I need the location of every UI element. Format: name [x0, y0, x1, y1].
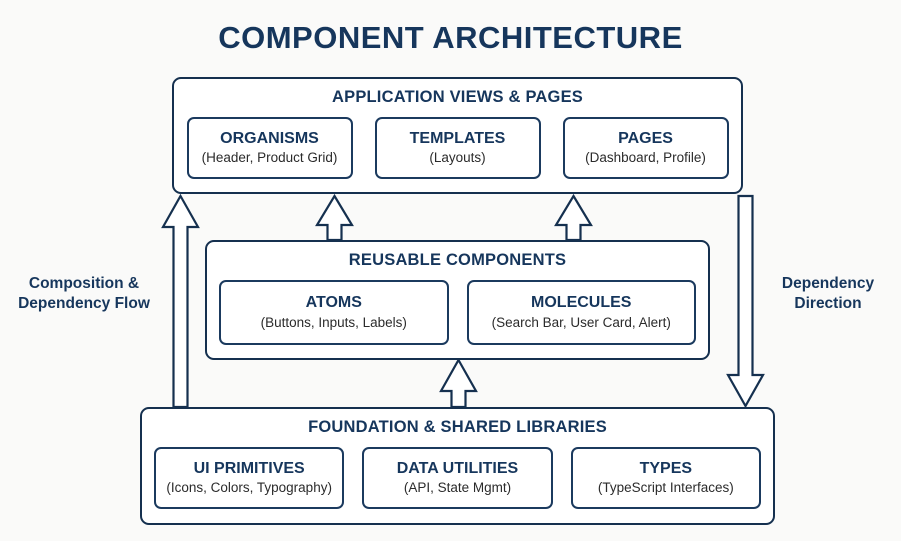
- card-title-organisms: ORGANISMS: [220, 129, 319, 147]
- card-types[interactable]: TYPES (TypeScript Interfaces): [570, 447, 761, 509]
- card-subtitle-ui-primitives: (Icons, Colors, Typography): [166, 480, 332, 496]
- foundation-to-components-arrow: [439, 357, 478, 409]
- card-ui-primitives[interactable]: UI PRIMITIVES (Icons, Colors, Typography…: [154, 447, 345, 509]
- layer-heading-reusable-components: REUSABLE COMPONENTS: [348, 251, 567, 269]
- card-atoms[interactable]: ATOMS (Buttons, Inputs, Labels): [219, 280, 449, 345]
- card-title-atoms: ATOMS: [305, 294, 362, 312]
- layer-application-views-pages[interactable]: APPLICATION VIEWS & PAGES ORGANISMS (Hea…: [172, 77, 743, 194]
- composition-flow-arrow-long: [161, 193, 200, 409]
- card-row-foundation-shared-libraries: UI PRIMITIVES (Icons, Colors, Typography…: [154, 447, 761, 509]
- components-to-views-arrow-right: [554, 193, 593, 242]
- annotation-left-line-1: Composition &: [28, 275, 140, 292]
- page-title: COMPONENT ARCHITECTURE: [218, 20, 683, 55]
- card-subtitle-templates: (Layouts): [429, 150, 486, 166]
- card-organisms[interactable]: ORGANISMS (Header, Product Grid): [186, 117, 353, 179]
- card-subtitle-pages: (Dashboard, Profile): [585, 150, 706, 166]
- components-to-views-arrow-left: [315, 193, 354, 242]
- card-title-types: TYPES: [639, 459, 693, 477]
- annotation-composition-dependency-flow: Composition & Dependency Flow: [8, 274, 160, 315]
- annotation-right-line-2: Direction: [794, 295, 862, 313]
- card-data-utilities[interactable]: DATA UTILITIES (API, State Mgmt): [362, 447, 553, 509]
- card-title-data-utilities: DATA UTILITIES: [396, 459, 519, 477]
- card-subtitle-atoms: (Buttons, Inputs, Labels): [260, 314, 407, 330]
- card-subtitle-types: (TypeScript Interfaces): [597, 480, 734, 496]
- card-title-pages: PAGES: [618, 129, 673, 147]
- card-subtitle-data-utilities: (API, State Mgmt): [403, 480, 512, 496]
- card-pages[interactable]: PAGES (Dashboard, Profile): [562, 117, 729, 179]
- card-row-reusable-components: ATOMS (Buttons, Inputs, Labels) MOLECULE…: [219, 280, 696, 345]
- layer-foundation-shared-libraries[interactable]: FOUNDATION & SHARED LIBRARIES UI PRIMITI…: [140, 407, 775, 525]
- card-title-ui-primitives: UI PRIMITIVES: [193, 459, 305, 477]
- annotation-dependency-direction: Dependency Direction: [762, 274, 894, 315]
- annotation-right-line-1: Dependency: [781, 275, 875, 292]
- card-subtitle-organisms: (Header, Product Grid): [201, 150, 338, 166]
- card-subtitle-molecules: (Search Bar, User Card, Alert): [491, 314, 671, 330]
- layer-heading-foundation-shared-libraries: FOUNDATION & SHARED LIBRARIES: [308, 418, 607, 436]
- dependency-direction-arrow: [726, 194, 765, 409]
- card-row-application-views-pages: ORGANISMS (Header, Product Grid) TEMPLAT…: [186, 117, 729, 179]
- card-title-templates: TEMPLATES: [409, 129, 506, 147]
- layer-heading-application-views-pages: APPLICATION VIEWS & PAGES: [332, 88, 583, 106]
- annotation-left-line-2: Dependency Flow: [18, 295, 150, 313]
- layer-reusable-components[interactable]: REUSABLE COMPONENTS ATOMS (Buttons, Inpu…: [205, 240, 710, 360]
- card-templates[interactable]: TEMPLATES (Layouts): [374, 117, 541, 179]
- card-molecules[interactable]: MOLECULES (Search Bar, User Card, Alert): [466, 280, 696, 345]
- card-title-molecules: MOLECULES: [531, 294, 632, 312]
